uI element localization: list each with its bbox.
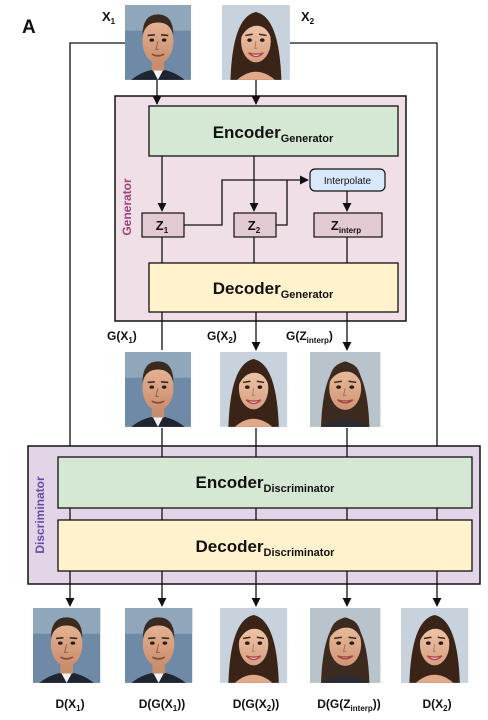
zinterp-label: Zinterp	[331, 218, 361, 235]
discriminator-input-lines	[69, 428, 438, 520]
z1-to-interpolate-arrow	[184, 175, 309, 226]
discriminator-decoder-box	[57, 519, 473, 572]
generator-side-label: Generator	[120, 178, 134, 236]
discriminator-encoder-label: EncoderDiscriminator	[196, 473, 336, 495]
x2-input-image	[221, 4, 291, 81]
x1-label: X1	[102, 9, 116, 26]
dx1-label: D(X1)	[55, 697, 84, 713]
dgx2-label: D(G(X2))	[233, 697, 279, 713]
gx2-image	[219, 351, 288, 428]
z1-label: Z1	[156, 218, 169, 235]
dx2-image	[400, 607, 469, 684]
generator-decoder-box	[148, 262, 399, 313]
discriminator-output-arrows	[65, 571, 442, 607]
dgx2-image	[219, 607, 288, 684]
z2-box	[233, 212, 277, 238]
interpolate-label: Interpolate	[324, 176, 372, 187]
dgzinterp-image	[309, 607, 382, 684]
x1-input-image	[124, 4, 192, 81]
gx1-label: G(X1)	[107, 329, 137, 345]
generator-encoder-label: EncoderGenerator	[213, 123, 334, 145]
z2-to-interpolate-line	[276, 180, 288, 226]
dgzinterp-label: D(G(Zinterp))	[317, 697, 381, 713]
generator-encoder-box	[148, 105, 399, 157]
input-flow-lines	[69, 42, 438, 457]
generator-flow-arrows	[157, 156, 352, 263]
zinterp-box	[313, 212, 383, 238]
dx1-image	[32, 607, 102, 684]
x2-label: X2	[301, 9, 315, 26]
discriminator-decoder-label: DecoderDiscriminator	[196, 537, 336, 559]
gx2-label: G(X2)	[207, 329, 237, 345]
generator-output-arrows	[161, 312, 352, 351]
dgx1-image	[124, 607, 194, 684]
gzinterp-image	[309, 351, 382, 428]
dx2-label: D(X2)	[422, 697, 451, 713]
x2-bypass-line	[290, 42, 438, 457]
gzinterp-label: G(Zinterp)	[286, 329, 333, 345]
discriminator-side-label: Discriminator	[33, 476, 47, 554]
x1-bypass-line	[69, 42, 125, 457]
panel-label: A	[22, 17, 36, 38]
z2-label: Z2	[248, 218, 261, 235]
generator-decoder-label: DecoderGenerator	[213, 279, 334, 301]
dgx1-label: D(G(X1))	[139, 697, 185, 713]
gx1-image	[124, 351, 192, 428]
discriminator-encoder-box	[57, 456, 473, 509]
